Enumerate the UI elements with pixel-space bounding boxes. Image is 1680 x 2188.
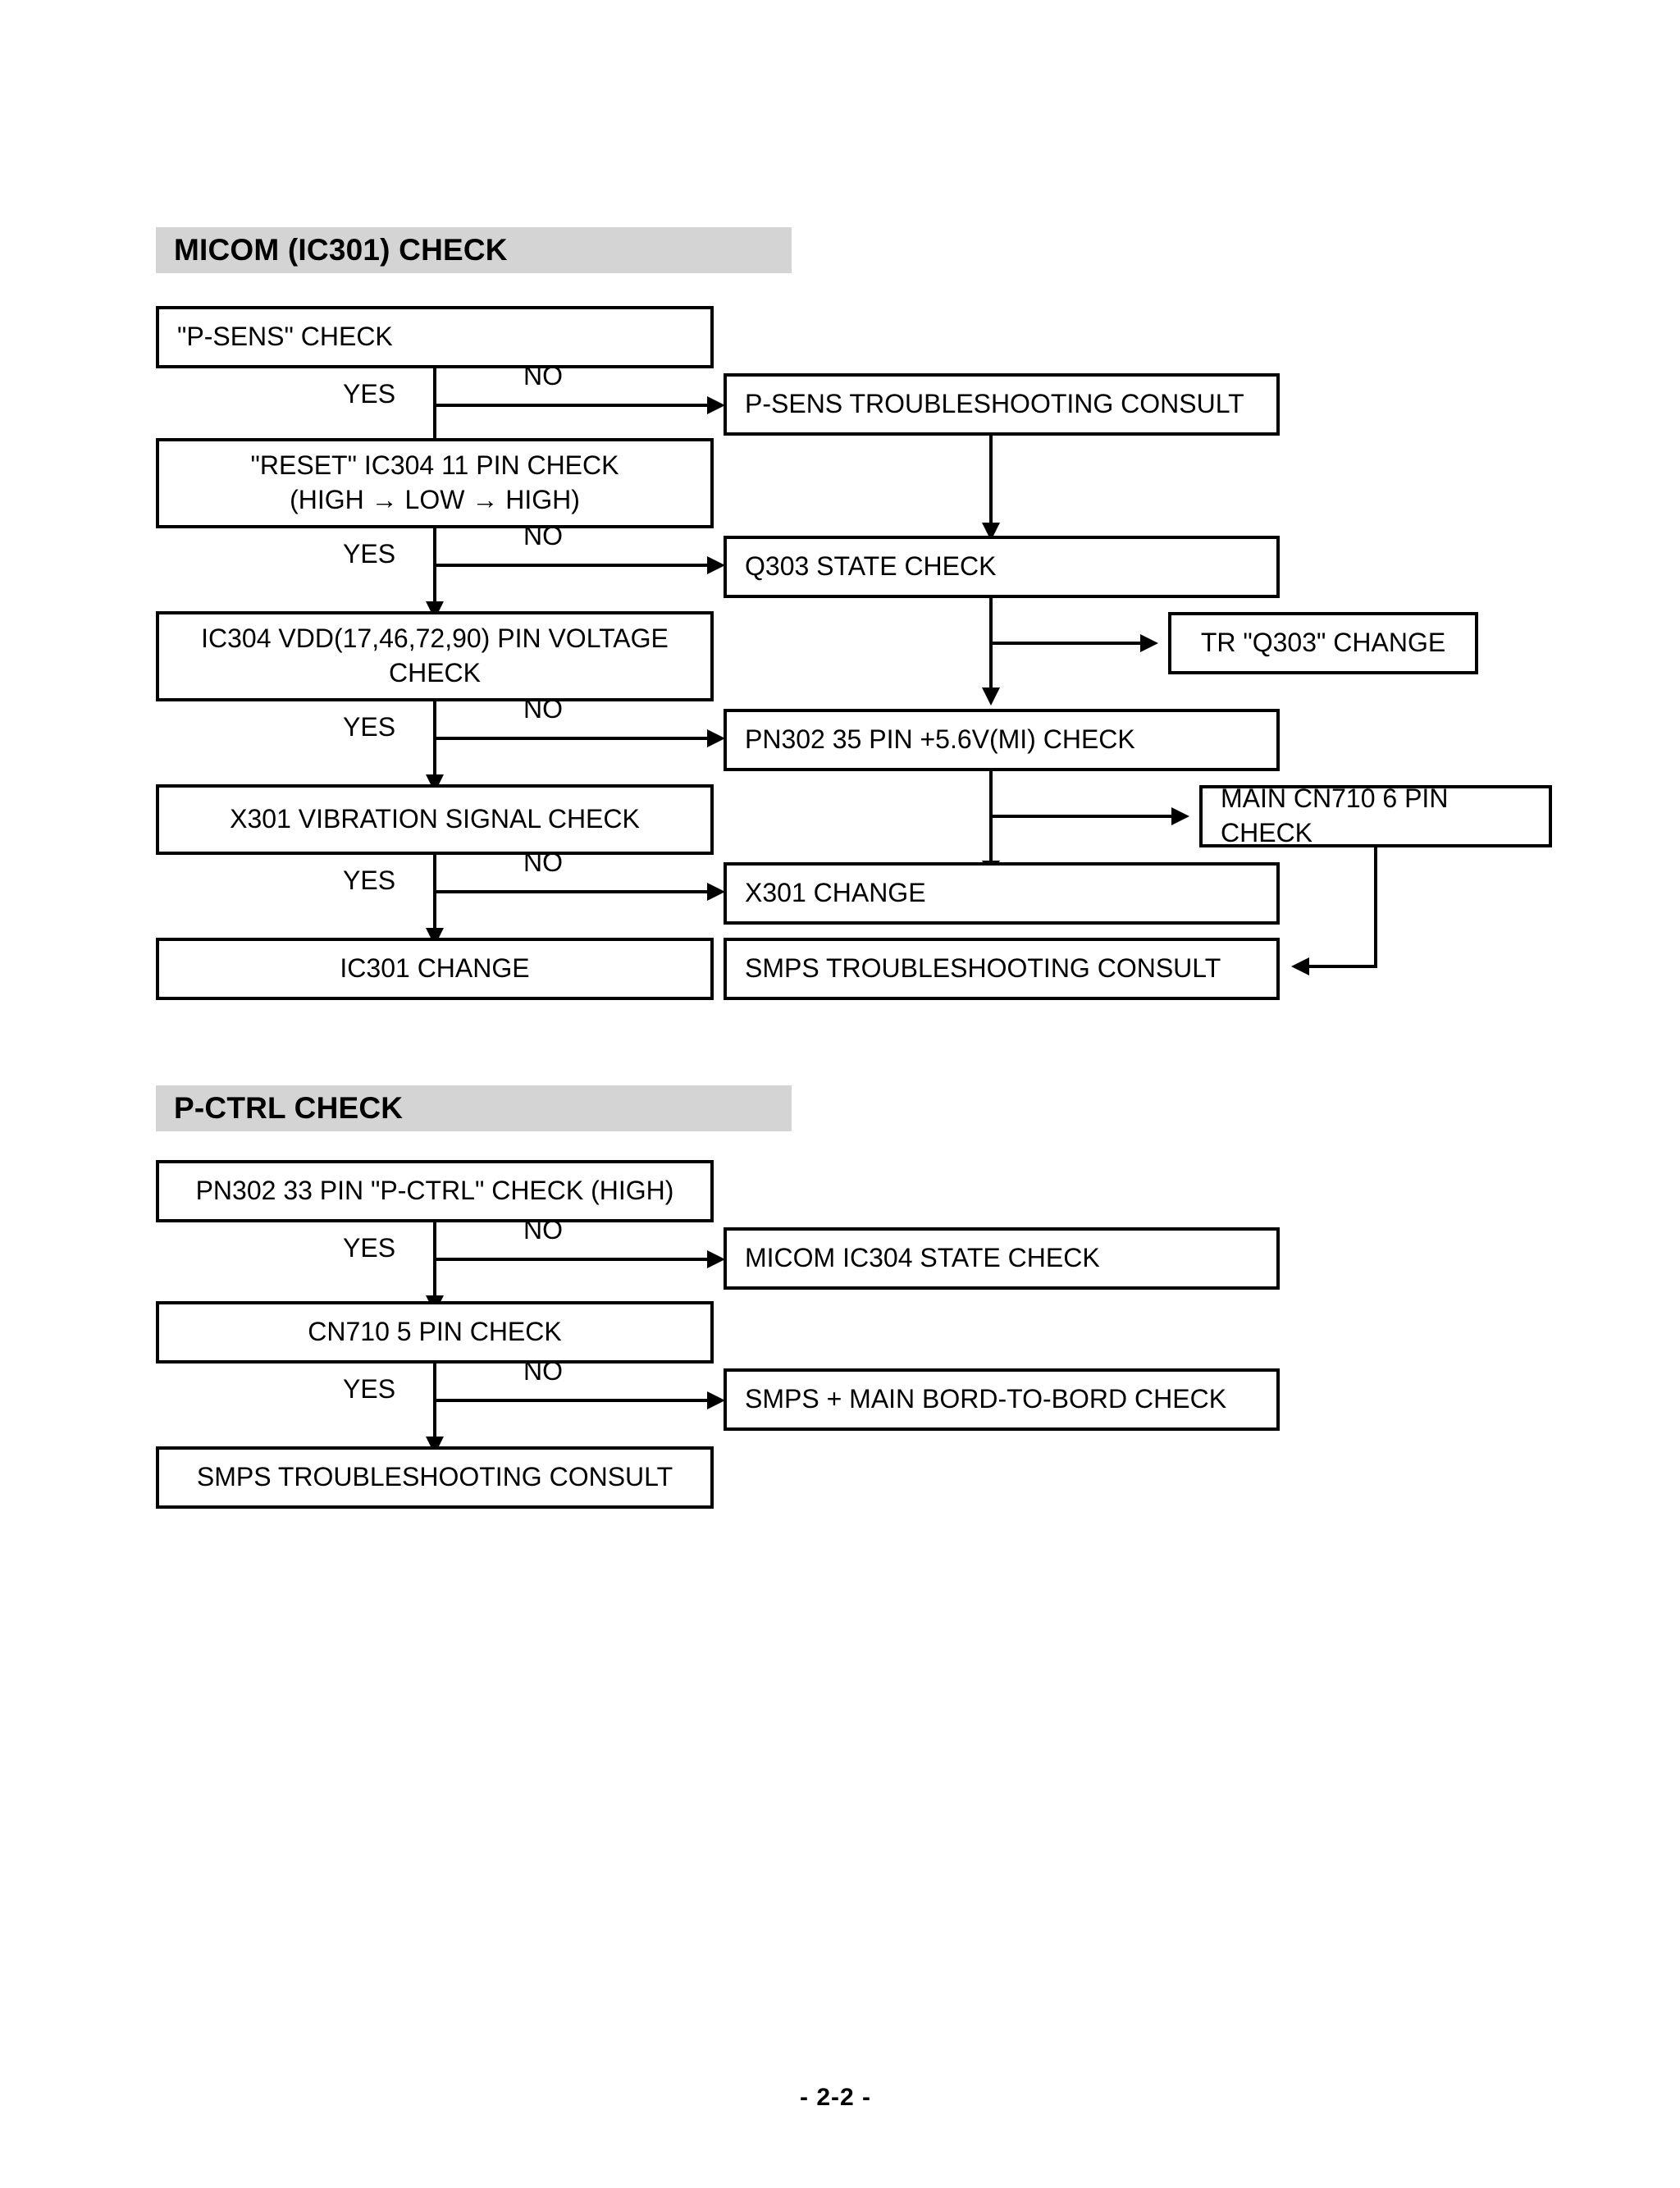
- page-footer: - 2-2 -: [800, 2084, 872, 2111]
- box-ic301-change-label: IC301 CHANGE: [340, 953, 530, 984]
- box-x301-change[interactable]: X301 CHANGE: [724, 862, 1280, 925]
- box-tr-q303-change[interactable]: TR "Q303" CHANGE: [1168, 612, 1478, 674]
- box-x301-vibration-check[interactable]: X301 VIBRATION SIGNAL CHECK: [156, 784, 714, 855]
- arrowhead-psens-no: [707, 396, 725, 414]
- box-smps-troubleshooting-micom-label: SMPS TROUBLESHOOTING CONSULT: [745, 953, 1221, 984]
- box-micom-ic304-state-check[interactable]: MICOM IC304 STATE CHECK: [724, 1227, 1280, 1290]
- connector-v-psens-to-q303: [989, 436, 993, 536]
- box-smps-troubleshooting-pctrl[interactable]: SMPS TROUBLESHOOTING CONSULT: [156, 1446, 714, 1509]
- box-pn302-33-pin-check[interactable]: PN302 33 PIN "P-CTRL" CHECK (HIGH): [156, 1160, 714, 1222]
- label-yes-reset: YES: [343, 539, 396, 569]
- box-x301-change-label: X301 CHANGE: [745, 878, 926, 908]
- connector-h-reset-no: [433, 564, 718, 567]
- connector-v-q303-down: [989, 598, 993, 700]
- connector-v-cn710-return: [1374, 847, 1377, 968]
- connector-h-pctrl-no: [433, 1258, 718, 1261]
- arrowhead-pn302-to-cn710: [1171, 807, 1189, 825]
- box-pn302-35-pin-check-label: PN302 35 PIN +5.6V(MI) CHECK: [745, 724, 1135, 755]
- box-ic304-vdd-check-label: IC304 VDD(17,46,72,90) PIN VOLTAGE CHECK: [201, 624, 669, 687]
- box-main-cn710-6-pin-check[interactable]: MAIN CN710 6 PIN CHECK: [1199, 783, 1552, 847]
- arrowhead-q303-to-tr: [1140, 634, 1158, 652]
- box-cn710-5-pin-check[interactable]: CN710 5 PIN CHECK: [156, 1301, 714, 1364]
- box-main-cn710-6-pin-check-label: MAIN CN710 6 PIN CHECK: [1221, 783, 1449, 847]
- arrowhead-x301-no: [707, 883, 725, 901]
- box-smps-main-bord-check-label: SMPS + MAIN BORD-TO-BORD CHECK: [745, 1384, 1227, 1414]
- connector-h-psens-no: [433, 404, 718, 407]
- arrowhead-vdd-no: [707, 729, 725, 747]
- label-no-psens: NO: [523, 361, 563, 391]
- label-no-pctrl: NO: [523, 1215, 563, 1245]
- box-micom-ic304-state-check-label: MICOM IC304 STATE CHECK: [745, 1243, 1100, 1273]
- section-header-pctrl: P-CTRL CHECK: [156, 1085, 792, 1131]
- connector-h-pn302-to-cn710: [989, 815, 1180, 818]
- connector-v-psens-yes: [433, 368, 436, 450]
- connector-h-vdd-no: [433, 737, 718, 740]
- box-pn302-33-pin-check-label: PN302 33 PIN "P-CTRL" CHECK (HIGH): [195, 1176, 674, 1206]
- arrowhead-cn710-no: [707, 1391, 725, 1409]
- box-pn302-35-pin-check[interactable]: PN302 35 PIN +5.6V(MI) CHECK: [724, 709, 1280, 771]
- arrowhead-q303-down: [982, 687, 1000, 706]
- box-ic301-change[interactable]: IC301 CHANGE: [156, 938, 714, 1000]
- label-yes-psens: YES: [343, 379, 396, 409]
- label-no-x301: NO: [523, 847, 563, 877]
- box-smps-troubleshooting-pctrl-label: SMPS TROUBLESHOOTING CONSULT: [196, 1462, 673, 1492]
- arrowhead-reset-no: [707, 556, 725, 574]
- label-yes-cn710: YES: [343, 1374, 396, 1404]
- box-p-sens-troubleshooting-label: P-SENS TROUBLESHOOTING CONSULT: [745, 389, 1244, 419]
- connector-v-pn302-down: [989, 771, 993, 873]
- box-q303-state-check-label: Q303 STATE CHECK: [745, 551, 997, 582]
- label-no-cn710: NO: [523, 1356, 563, 1386]
- box-p-sens-check[interactable]: "P-SENS" CHECK: [156, 306, 714, 368]
- box-x301-vibration-check-label: X301 VIBRATION SIGNAL CHECK: [230, 804, 640, 834]
- connector-h-cn710-return: [1309, 965, 1377, 968]
- label-yes-x301: YES: [343, 866, 396, 895]
- arrowhead-pctrl-no: [707, 1250, 725, 1268]
- connector-h-x301-no: [433, 890, 718, 893]
- arrowhead-cn710-return: [1291, 957, 1309, 975]
- box-p-sens-troubleshooting[interactable]: P-SENS TROUBLESHOOTING CONSULT: [724, 373, 1280, 436]
- connector-v-vdd-yes: [433, 701, 436, 787]
- box-reset-ic304-check[interactable]: "RESET" IC304 11 PIN CHECK (HIGH → LOW →…: [156, 438, 714, 528]
- box-tr-q303-change-label: TR "Q303" CHANGE: [1200, 628, 1446, 658]
- box-smps-main-bord-check[interactable]: SMPS + MAIN BORD-TO-BORD CHECK: [724, 1368, 1280, 1431]
- label-yes-vdd: YES: [343, 712, 396, 742]
- box-ic304-vdd-check[interactable]: IC304 VDD(17,46,72,90) PIN VOLTAGE CHECK: [156, 611, 714, 701]
- connector-v-pctrl-yes: [433, 1222, 436, 1308]
- label-yes-pctrl: YES: [343, 1233, 396, 1263]
- box-reset-ic304-check-label: "RESET" IC304 11 PIN CHECK (HIGH → LOW →…: [250, 450, 619, 514]
- box-cn710-5-pin-check-label: CN710 5 PIN CHECK: [308, 1317, 562, 1347]
- label-no-vdd: NO: [523, 694, 563, 724]
- label-no-reset: NO: [523, 521, 563, 550]
- connector-h-q303-to-tr: [989, 642, 1149, 645]
- connector-v-x301-yes: [433, 855, 436, 940]
- box-q303-state-check[interactable]: Q303 STATE CHECK: [724, 536, 1280, 598]
- connector-h-cn710-no: [433, 1399, 718, 1402]
- section-header-micom-title: MICOM (IC301) CHECK: [174, 233, 508, 267]
- box-smps-troubleshooting-micom[interactable]: SMPS TROUBLESHOOTING CONSULT: [724, 938, 1280, 1000]
- connector-v-reset-yes: [433, 528, 436, 614]
- box-p-sens-check-label: "P-SENS" CHECK: [177, 322, 393, 352]
- connector-v-cn710-yes: [433, 1364, 436, 1449]
- section-header-pctrl-title: P-CTRL CHECK: [174, 1091, 404, 1125]
- section-header-micom: MICOM (IC301) CHECK: [156, 227, 792, 273]
